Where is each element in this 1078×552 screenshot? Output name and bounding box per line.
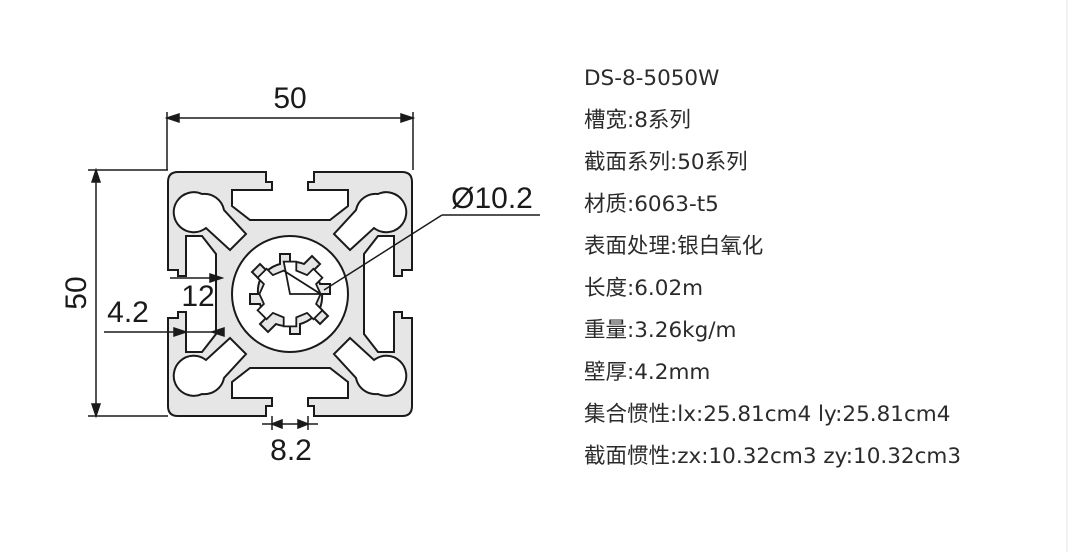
profile-drawing: 50 50 Ø10.2 12 4.2 8.2 <box>60 82 540 467</box>
spec-row-wall: 壁厚:4.2mm <box>584 352 1064 394</box>
spec-label: 截面系列: <box>584 150 678 175</box>
spec-value: 8系列 <box>634 108 691 133</box>
spec-label: 集合惯性: <box>584 402 678 427</box>
spec-label: 截面惯性: <box>584 444 678 469</box>
spec-row-material: 材质:6063-t5 <box>584 184 1064 226</box>
spec-label: 重量: <box>584 318 635 343</box>
spec-list: DS-8-5050W 槽宽:8系列 截面系列:50系列 材质:6063-t5 表… <box>584 58 1064 478</box>
spec-label: 表面处理: <box>584 234 678 259</box>
dim-hole-label: Ø10.2 <box>451 182 533 215</box>
spec-value: zx:10.32cm3 zy:10.32cm3 <box>677 444 962 469</box>
spec-label: 壁厚: <box>584 360 635 385</box>
spec-value: lx:25.81cm4 ly:25.81cm4 <box>677 402 951 427</box>
spec-row-section-modulus: 截面惯性:zx:10.32cm3 zy:10.32cm3 <box>584 436 1064 478</box>
center-hole-icon <box>256 260 324 328</box>
dim-slot-label: 8.2 <box>270 434 312 467</box>
spec-label: 长度: <box>584 276 635 301</box>
dimensions <box>88 112 540 430</box>
spec-row-surface: 表面处理:银白氧化 <box>584 226 1064 268</box>
spec-value: 4.2mm <box>634 360 711 385</box>
spec-value: 6063-t5 <box>634 192 719 217</box>
spec-row-series: 截面系列:50系列 <box>584 142 1064 184</box>
spec-value: 银白氧化 <box>677 234 764 259</box>
spec-value: 6.02m <box>634 276 704 301</box>
spec-label: 槽宽: <box>584 108 635 133</box>
spec-value: 50系列 <box>677 150 748 175</box>
dim-slot-depth-label: 12 <box>181 280 214 313</box>
spec-value: 3.26kg/m <box>634 318 737 343</box>
spec-row-inertia: 集合惯性:lx:25.81cm4 ly:25.81cm4 <box>584 394 1064 436</box>
spec-label: 材质: <box>584 192 635 217</box>
spec-row-length: 长度:6.02m <box>584 268 1064 310</box>
dim-height-label: 50 <box>60 276 93 309</box>
dim-width-label: 50 <box>273 82 306 115</box>
spec-row-weight: 重量:3.26kg/m <box>584 310 1064 352</box>
page-edge <box>1066 0 1068 552</box>
dim-wall-label: 4.2 <box>107 296 149 329</box>
aluminium-profile <box>167 171 413 417</box>
model-number: DS-8-5050W <box>584 66 720 91</box>
spec-row-slot-width: 槽宽:8系列 <box>584 100 1064 142</box>
